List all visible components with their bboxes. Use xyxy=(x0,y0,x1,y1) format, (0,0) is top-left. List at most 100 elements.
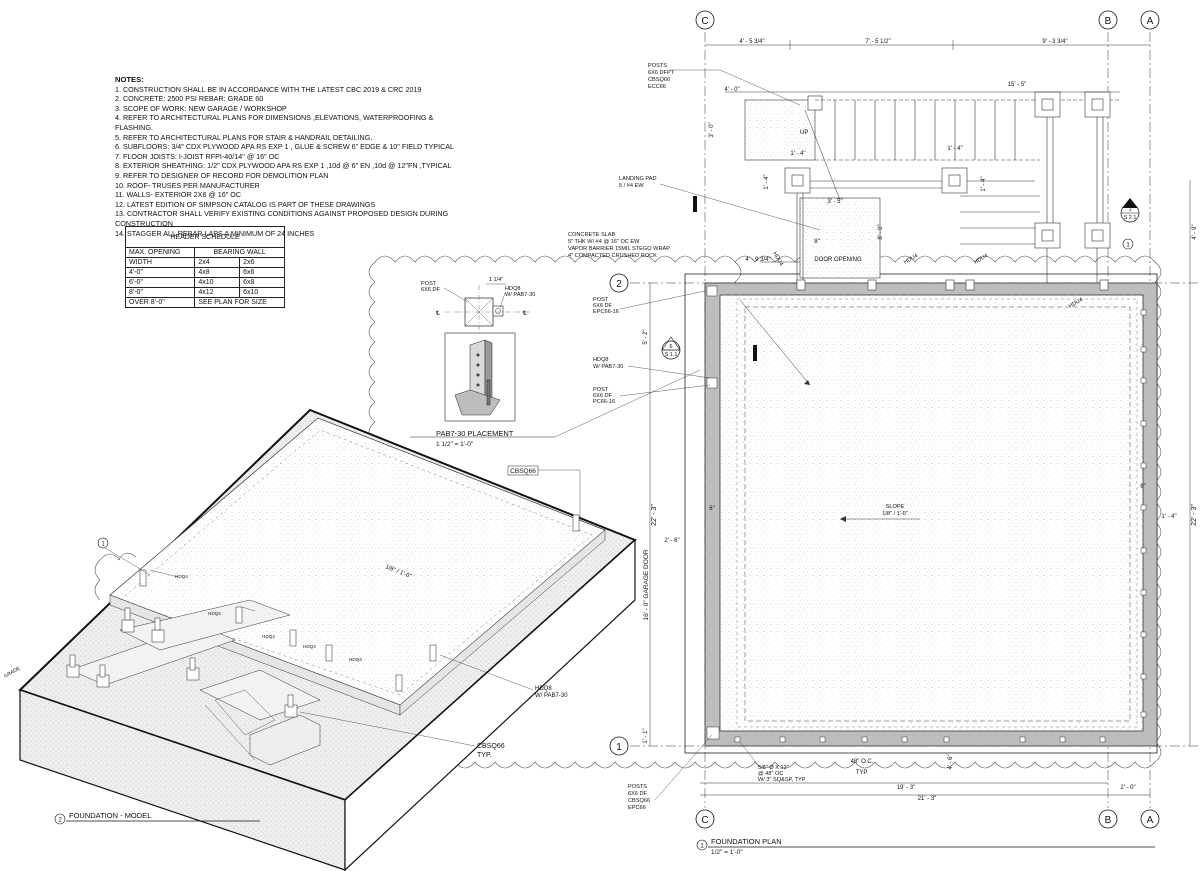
grid-label-2: 2 xyxy=(616,279,622,290)
dim-text: 1' - 4" xyxy=(981,176,987,191)
grid-bubble-b-bottom: B xyxy=(1098,809,1118,829)
callout-text: W/ 3" SQ&SP, TYP xyxy=(758,777,806,783)
note-line: 10. ROOF- TRUSES PER MANUFACTURER xyxy=(115,180,260,190)
dim-text: 22' - 3" xyxy=(651,504,658,526)
grid-bubble-b-top: B xyxy=(1098,10,1118,30)
section-tag-s11: 6 S 1.1 xyxy=(661,336,681,360)
dim-text: 2' - 0" xyxy=(1120,785,1135,791)
hdq4-label: HDQ4 xyxy=(349,657,362,662)
grid-label-b: B xyxy=(1105,815,1112,826)
section-tag-sheet: S 1.1 xyxy=(665,352,678,358)
detail-scale: 1 1/2" = 1'-0" xyxy=(436,441,474,448)
dim-text: 22' - 3" xyxy=(1191,504,1198,526)
foundation-slab-plan xyxy=(684,273,1158,754)
hdq4-label: HDQ4 xyxy=(262,634,275,639)
callout-text: POSTS xyxy=(648,63,667,69)
callout-text: 6X6 DF xyxy=(593,303,613,309)
callout-text: POST xyxy=(421,281,437,287)
slope-label: 1/8" / 1'-0" xyxy=(882,511,908,517)
dim-text: 16' - 0" GARAGE DOOR xyxy=(643,549,650,620)
notes-title: NOTES: xyxy=(115,75,144,84)
dim-text: 1' - 4" xyxy=(764,174,770,189)
title-text: FOUNDATION - MODEL xyxy=(69,811,151,820)
callout-text: TYP. xyxy=(477,752,492,759)
callout-text: VAPOR BARRIER 15MIL STEGO WRAP xyxy=(568,246,670,252)
dim-text: 4' - 9 3/4" xyxy=(745,257,770,263)
grid-bubble-c-bottom: C xyxy=(695,809,715,829)
hdu4-label: HDU4 xyxy=(771,251,784,267)
callout-text: EPC66-16 xyxy=(593,309,619,315)
section-tag-s21: 1 S 2.1 xyxy=(1120,198,1140,223)
callout-text: ECC66 xyxy=(648,84,666,90)
dim-text: 15' - 5" xyxy=(1008,82,1027,88)
hdu4-label: HDU4 xyxy=(973,253,989,266)
hdq8-hardware-image xyxy=(454,339,501,416)
callout-text: CBSQ66 xyxy=(648,77,670,83)
svg-text:1: 1 xyxy=(1126,243,1130,249)
detail-title: PAB7-30 PLACEMENT xyxy=(436,429,514,438)
dim-text: 1' - 1" xyxy=(643,728,649,743)
pab7-30-placement-detail: ℄ ℄ POST 6X6 DF HDQ8 W/ PAB7-30 1 1/4" P… xyxy=(410,277,701,448)
dim-text: 19' - 3" xyxy=(897,785,916,791)
note-line: 3. SCOPE OF WORK: NEW GARAGE / WORKSHOP xyxy=(115,103,287,113)
grid-label-b: B xyxy=(1105,16,1112,27)
dim-text: 6" xyxy=(1140,484,1145,490)
grade-label: GRADE xyxy=(3,665,22,679)
grid-bubble-1: 1 xyxy=(609,736,629,756)
callout-text: 6X6 DFPT xyxy=(648,70,675,76)
dim-text: 1' - 4" xyxy=(790,151,805,157)
title-number: 1 xyxy=(700,843,704,850)
callout-text: 6X6 DF xyxy=(628,791,648,797)
dimension-lines xyxy=(649,40,1191,796)
dim-text: 2' - 6" xyxy=(664,538,679,544)
title-scale: 1/2" = 1'-0" xyxy=(711,849,743,856)
note-line: 7. FLOOR JOISTS: I-JOIST RFPI-40/14" @ 1… xyxy=(115,151,280,161)
cbsq66-callout: CBSQ66 xyxy=(507,465,581,520)
detail-bubble-1: 1 xyxy=(97,537,109,549)
callout-text: HDQ8 xyxy=(505,286,521,292)
dim-text: TYP. xyxy=(856,770,869,776)
dim-text: 4' - 0" xyxy=(724,87,739,93)
section-tag-number: 1 xyxy=(1128,207,1131,213)
note-line: 9. REFER TO DESIGNER OF RECORD FOR DEMOL… xyxy=(115,170,329,180)
grid-bubble-a-bottom: A xyxy=(1140,809,1160,829)
foundation-isometric-model: HDQ4 HDQ4 HDQ4 HDQ4 HDQ4 1/8" / 1'-0" CB… xyxy=(3,408,637,871)
note-line: 5. REFER TO ARCHITECTURAL PLANS FOR STAI… xyxy=(115,132,373,142)
callout-text: POST xyxy=(593,297,609,303)
callout-text: 5" THK W/ #4 @ 16" OC EW xyxy=(568,239,640,245)
callout-text: HDQ8 xyxy=(535,686,552,692)
callout-text: @ 48" OC xyxy=(758,771,783,777)
dim-text: 8" xyxy=(814,239,819,245)
hdq4-label: HDQ4 xyxy=(303,644,316,649)
grid-bubble-2: 2 xyxy=(609,273,629,293)
dim-text: 4' - 6" xyxy=(948,754,954,769)
title-number: 2 xyxy=(58,817,62,824)
door-opening-label: DOOR OPENING xyxy=(814,257,862,263)
title-foundation-plan: 1 FOUNDATION PLAN 1/2" = 1'-0" xyxy=(696,837,1155,856)
dim-text: 1' - 4" xyxy=(947,146,962,152)
stair-up-label: UP xyxy=(800,130,808,136)
note-line: 8. EXTERIOR SHEATHING: 1/2" CDX PLYWOOD … xyxy=(115,161,452,171)
note-line: 12. LATEST EDITION OF SIMPSON CATALOG IS… xyxy=(115,199,376,209)
grid-label-a: A xyxy=(1147,815,1154,826)
grid-label-c: C xyxy=(701,16,708,27)
svg-text:1: 1 xyxy=(101,542,105,548)
callout-text: 6X6 DF xyxy=(421,287,441,293)
callout-text: POSTS xyxy=(628,784,647,790)
detail-bubble-1: 1 xyxy=(1122,238,1134,250)
note-line: 11. WALLS- EXTERIOR 2X6 @ 16" OC xyxy=(115,190,242,200)
svg-text:℄: ℄ xyxy=(522,311,527,317)
section-tag-sheet: S 2.1 xyxy=(1124,215,1137,221)
dim-text: 7' - 5 1/2" xyxy=(865,39,890,45)
grid-label-1: 1 xyxy=(616,742,622,753)
grid-bubble-c-top: C xyxy=(695,10,715,30)
callout-text: POST xyxy=(593,387,609,393)
dim-text: 6" xyxy=(709,506,714,512)
callout-text: PC66-16 xyxy=(593,399,615,405)
hdq4-label: HDQ4 xyxy=(208,611,221,616)
dim-text: 8' - 0" xyxy=(878,224,884,239)
title-text: FOUNDATION PLAN xyxy=(711,837,782,846)
callout-text: CONCRETE SLAB xyxy=(568,232,616,238)
callout-text: W/ PAB7-30 xyxy=(505,292,535,298)
svg-text:℄: ℄ xyxy=(435,311,440,317)
